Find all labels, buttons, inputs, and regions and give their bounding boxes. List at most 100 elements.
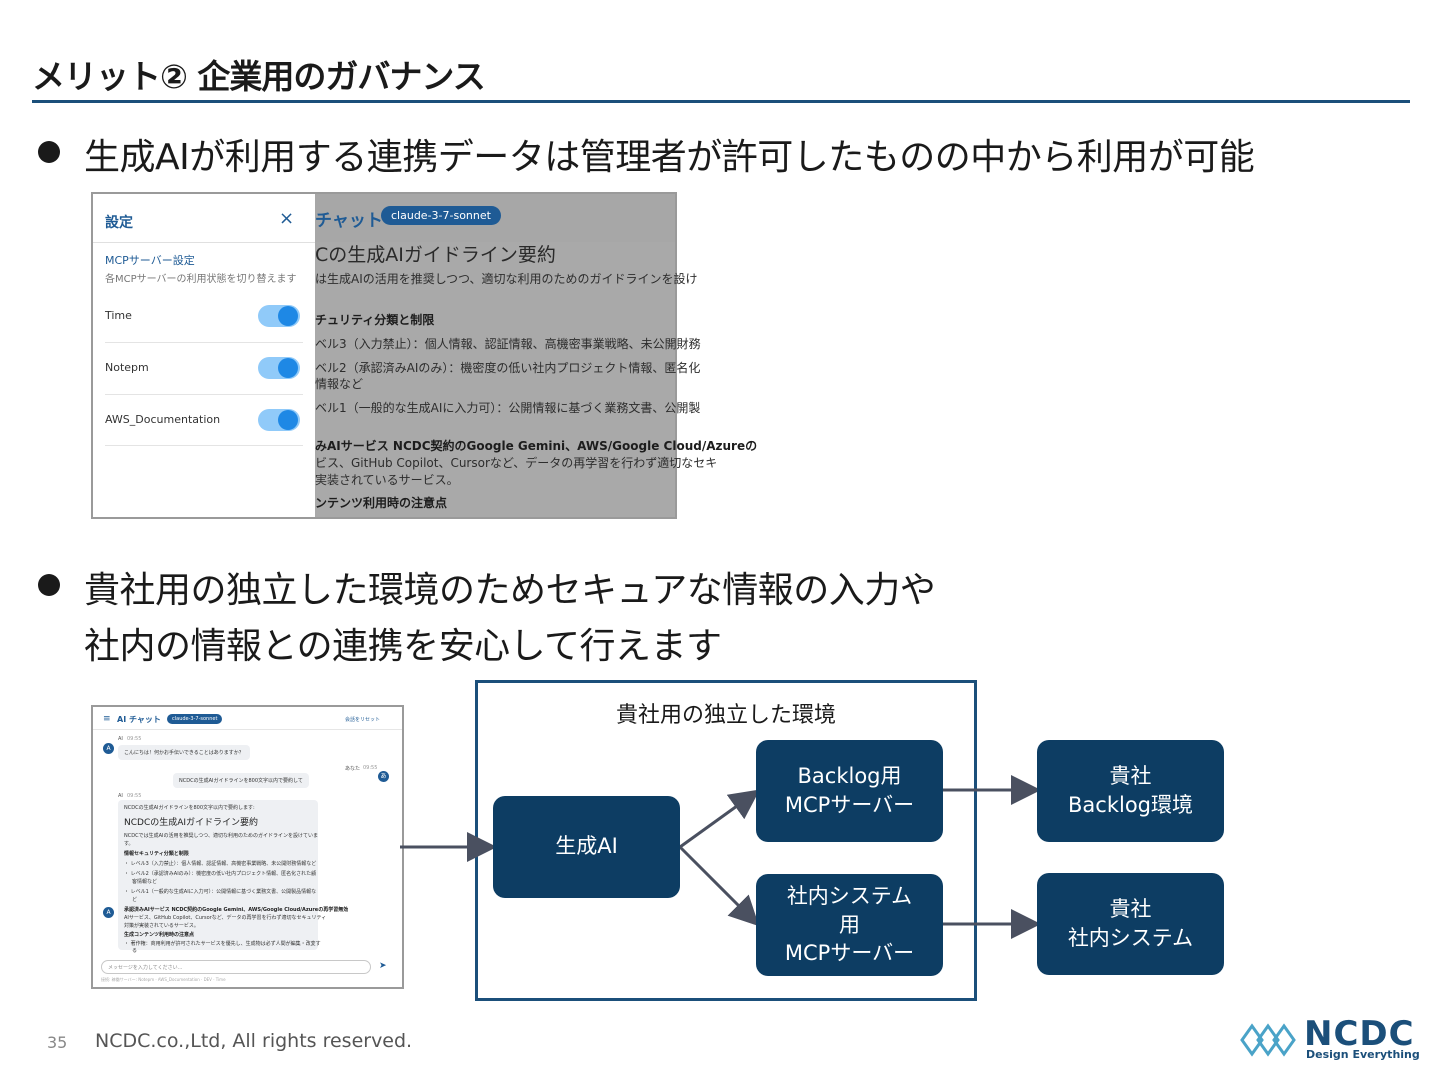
node-label: 用 [839,912,860,937]
server-name-aws: AWS_Documentation [105,413,221,426]
ai-label: AI [118,736,123,742]
toggle-notepm[interactable] [258,357,300,379]
ncdc-logo-icon [1240,1023,1296,1057]
doc-level3: ベル3（入力禁止）：個人情報、認証情報、高機密事業戦略、未公開財務 [315,337,701,351]
toggle-knob [278,306,298,326]
doc-approved-b: ビス、GitHub Copilot、Cursorなど、データの再学習を行わず適切… [315,456,718,470]
node-label: 貴社 [1109,763,1152,788]
close-icon[interactable]: × [279,208,295,229]
node-label: 生成AI [555,834,618,859]
chat-header-dimmed: チャット claude-3-7-sonnet [315,194,675,242]
divider [105,445,303,446]
node-label: 貴社 [1109,896,1152,921]
chat-screenshot: ≡ AI チャット claude-3-7-sonnet 会話をリセット AI 0… [91,705,404,989]
ai-text: ど [132,897,138,903]
ai-lead: NCDCの生成AIガイドラインを800文字以内で要約します: [124,805,255,811]
settings-screenshot: Cの生成AIガイドライン要約 は生成AIの活用を推奨しつつ、適切な利用のためのガ… [91,192,757,519]
ai-text: ・ レベル2（承認済みAIのみ）：機密度の低い社内プロジェクト情報、匿名化された… [124,871,317,877]
user-avatar: あ [378,771,389,782]
doc-level2a: ベル2（承認済みAIのみ）：機密度の低い社内プロジェクト情報、匿名化 [315,361,701,375]
environment-label: 貴社用の独立した環境 [615,703,836,728]
node-label: 社内システム [786,884,913,909]
toggle-aws-documentation[interactable] [258,409,300,431]
doc-approved-a: みAIサービス NCDC契約のGoogle Gemini、AWS/Google … [315,439,758,453]
bullet-text-1: 生成AIが利用する連携データは管理者が許可したものの中から利用が可能 [84,137,1255,178]
user-label: あなた [345,766,361,772]
node-client-backlog-env: 貴社 Backlog環境 [1037,740,1224,842]
copyright: NCDC.co.,Ltd, All rights reserved. [95,1030,413,1052]
ai-text: 対策が実装されているサービス。 [124,923,199,929]
doc-section-2: ンテンツ利用時の注意点 [315,496,448,510]
ai-time: 09:55 [127,793,142,799]
node-backlog-mcp-server: Backlog用 MCPサーバー [756,740,943,842]
ai-text: 客情報など [132,879,158,885]
server-name-time: Time [105,309,132,322]
ai-text: AIサービス、GitHub Copilot、Cursorなど、データの再学習を行… [124,915,327,921]
doc-section-1: チュリティ分類と制限 [315,313,435,327]
ai-response-bubble: NCDCの生成AIガイドラインを800文字以内で要約します: NCDCの生成AI… [118,800,348,954]
ncdc-logo-text: NCDC [1304,1014,1415,1054]
divider [93,729,402,730]
mcp-settings-label: MCPサーバー設定 [105,254,195,267]
divider [105,394,303,395]
user-time: 09:55 [363,765,378,771]
ai-text: ・ 著作権：商用利用が許可されたサービスを優先し、生成物は必ず人間が編集・改変す [124,941,321,947]
settings-title: 設定 [105,215,133,231]
ai-text: す。 [124,841,134,847]
divider [105,342,303,343]
ai-greeting-bubble: こんにちは！何かお手伝いできることはありますか？ [118,745,250,760]
ncdc-logo-tagline: Design Everything [1306,1048,1420,1061]
page-number: 35 [47,1033,68,1052]
node-label: Backlog環境 [1068,793,1193,817]
doc-intro: は生成AIの活用を推奨しつつ、適切な利用のためのガイドラインを設け [315,272,698,286]
bullet-text-2a: 貴社用の独立した環境のためセキュアな情報の入力や [84,570,936,611]
connector-ai-to-internal-mcp [678,845,760,927]
slide-title: メリット② 企業用のガバナンス [32,57,486,96]
node-generative-ai: 生成AI [493,796,680,898]
mcp-settings-desc: 各MCPサーバーの利用状態を切り替えます [105,274,297,285]
title-underline [32,100,1410,103]
reset-button[interactable]: 会話をリセット [345,717,381,723]
settings-panel: 設定 × MCPサーバー設定 各MCPサーバーの利用状態を切り替えます Time… [93,194,315,517]
ai-heading: NCDCの生成AIガイドライン要約 [124,818,259,828]
toggle-knob [278,410,298,430]
chat-background-dimmed: Cの生成AIガイドライン要約 は生成AIの活用を推奨しつつ、適切な利用のためのガ… [315,194,757,517]
ai-time: 09:55 [127,736,142,742]
ai-text: NCDCでは生成AIの活用を推奨しつつ、適切な利用のためのガイドラインを設けてい… [124,833,318,839]
ai-text: ・ レベル3（入力禁止）：個人情報、認証情報、高機密事業戦略、未公開財務情報など [124,861,317,867]
chat-title: AI チャット [117,715,161,724]
divider [93,242,315,243]
send-icon[interactable]: ➤ [379,961,387,971]
bullet-dot [38,574,60,596]
model-badge: claude-3-7-sonnet [167,714,223,724]
node-label: MCPサーバー [784,941,915,966]
connection-status: 接続: 稼働サーバー: Notepm · AWS_Documentation ·… [101,977,226,982]
ai-section: 情報セキュリティ分類と制限 [124,851,189,857]
model-badge: claude-3-7-sonnet [381,206,501,225]
connector-ai-to-backlog-mcp [679,789,760,849]
ai-avatar: A [103,743,114,754]
ai-section: 生成コンテンツ利用時の注意点 [124,932,195,938]
menu-icon[interactable]: ≡ [103,714,111,724]
doc-level1: ベル1（一般的な生成AIに入力可）：公開情報に基づく業務文書、公開製 [315,401,701,415]
ai-avatar: A [103,907,114,918]
toggle-time[interactable] [258,305,300,327]
bullet-dot [38,141,60,163]
toggle-knob [278,358,298,378]
node-label: Backlog用 [797,763,902,788]
ai-text: 承認済みAIサービス NCDC契約のGoogle Gemini、AWS/Goog… [124,907,349,913]
chat-title: チャット [315,211,383,231]
node-client-internal-system: 貴社 社内システム [1037,873,1224,975]
doc-level2b: 情報など [315,377,364,391]
doc-approved-c: 実装されているサービス。 [315,473,459,487]
message-input[interactable]: メッセージを入力してください... [101,960,371,974]
bullet-text-2b: 社内の情報との連携を安心して行えます [84,626,722,667]
user-message-bubble: NCDCの生成AIガイドラインを800文字以内で要約して [173,773,309,788]
ai-text: ・ レベル1（一般的な生成AIに入力可）：公開情報に基づく業務文書、公開製品情報… [124,889,317,895]
node-label: 社内システム [1067,926,1194,950]
ai-label: AI [118,793,123,799]
server-name-notepm: Notepm [105,361,149,374]
node-internal-mcp-server: 社内システム 用 MCPサーバー [756,874,943,976]
node-label: MCPサーバー [784,793,915,817]
